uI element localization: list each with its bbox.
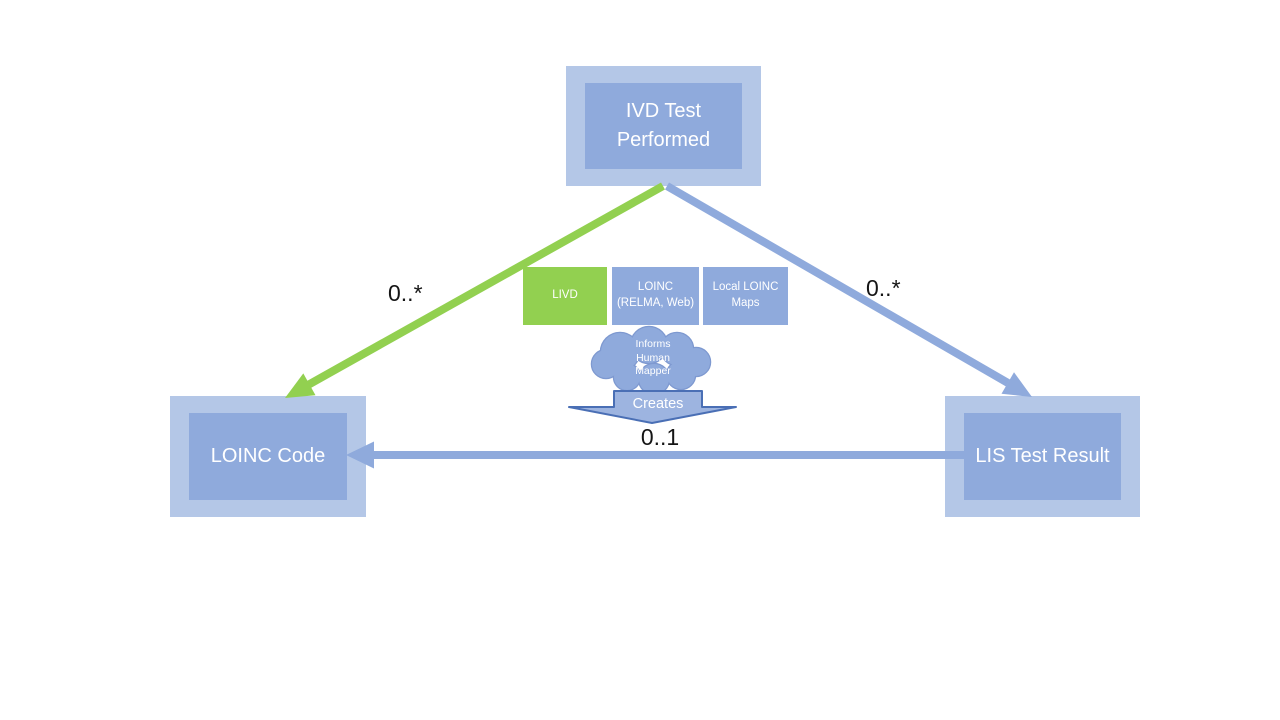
node-ivd-test-performed-inner: IVD Test Performed <box>585 83 742 169</box>
node-label: LOINC Code <box>210 445 326 467</box>
informs-cloud-label: Informs Human Mapper <box>597 338 709 379</box>
node-loinc-code: LOINC Code <box>170 396 366 517</box>
resource-label-line2: Maps <box>731 297 760 309</box>
green-arrowhead <box>285 373 316 398</box>
cloud-line2: Human <box>636 351 670 364</box>
resource-box-local-loinc-maps: Local LOINC Maps <box>703 267 788 325</box>
resource-label-line1: LOINC <box>637 281 674 294</box>
node-loinc-code-inner: LOINC Code <box>189 413 347 500</box>
multiplicity-ivd-to-lis: 0..* <box>866 275 901 301</box>
resource-label: LIVD <box>552 289 578 302</box>
node-lis-test-result-inner: LIS Test Result <box>964 413 1121 500</box>
node-label: LIS Test Result <box>975 445 1110 467</box>
resource-box-loinc-relma-web: LOINC (RELMA, Web) <box>612 267 699 325</box>
node-lis-test-result: LIS Test Result <box>945 396 1140 517</box>
cloud-line1: Informs <box>635 338 671 350</box>
cloud-line3: Mapper <box>635 365 671 378</box>
blue-arrowhead <box>1001 372 1032 397</box>
resource-label-line2: (RELMA, Web) <box>616 297 695 309</box>
multiplicity-ivd-to-loinc: 0..* <box>388 280 423 306</box>
resource-label-line1: Local LOINC <box>712 281 779 294</box>
node-ivd-test-performed: IVD Test Performed <box>566 66 761 186</box>
resource-box-livd: LIVD <box>523 267 607 325</box>
node-label: IVD Test Performed <box>616 100 711 151</box>
multiplicity-lis-to-loinc: 0..1 <box>640 424 680 450</box>
creates-label: Creates <box>632 396 684 412</box>
